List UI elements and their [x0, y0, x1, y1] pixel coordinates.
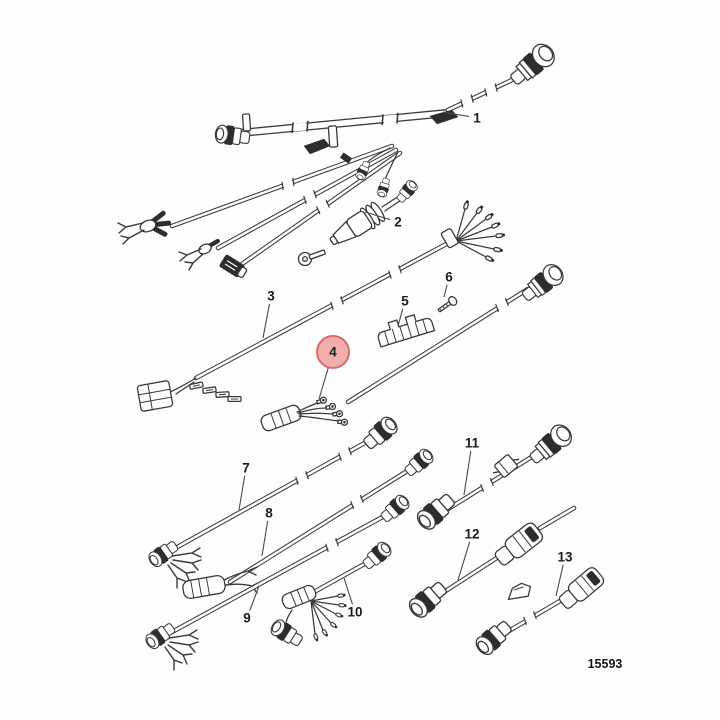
- harness-12-drawing: [404, 505, 577, 622]
- callout-leader-3: [262, 303, 271, 339]
- callout-leader-11: [463, 450, 472, 496]
- callout-leader-6: [443, 284, 448, 298]
- callout-leader-12: [457, 541, 471, 581]
- harness-10-drawing: [267, 538, 395, 650]
- callout-leader-9: [249, 585, 260, 611]
- switch-body: [329, 201, 386, 246]
- bullet-terminal-fan: [310, 592, 348, 643]
- callout-3[interactable]: 3: [267, 289, 275, 304]
- callout-leader-8: [261, 520, 269, 557]
- harness-clip: [241, 113, 252, 132]
- screw-drawing: [437, 296, 458, 313]
- callout-leader-5: [397, 308, 404, 327]
- callout-2[interactable]: 2: [394, 215, 402, 230]
- fork-terminal-cluster: [117, 210, 172, 245]
- fork-wire: [223, 566, 258, 581]
- callout-leader-4: [318, 367, 329, 400]
- highlight-circle[interactable]: [316, 335, 350, 369]
- callout-leader-7: [238, 475, 246, 511]
- drawing-number: 15593: [588, 657, 623, 671]
- callout-leader-1: [442, 111, 470, 118]
- fork-terminal-cluster: [178, 238, 220, 271]
- ring-terminal-fan: [296, 395, 349, 427]
- callout-10[interactable]: 10: [347, 605, 362, 620]
- harness-clamp: [303, 138, 331, 155]
- harness-8-drawing: [182, 445, 437, 600]
- ignition-key-drawing: [297, 249, 326, 267]
- callout-1[interactable]: 1: [473, 111, 481, 126]
- callout-11[interactable]: 11: [465, 436, 480, 451]
- callout-9[interactable]: 9: [243, 611, 251, 626]
- callout-leader-2: [364, 211, 391, 221]
- clamp-bracket-drawing: [377, 314, 436, 348]
- callout-leader-13: [555, 564, 564, 597]
- boot-connector: [281, 584, 317, 610]
- callout-13[interactable]: 13: [557, 550, 573, 565]
- callout-7[interactable]: 7: [242, 461, 250, 476]
- branch-connector: [219, 254, 248, 279]
- harness-4-drawing: [260, 260, 568, 432]
- ignition-switch-drawing: [297, 177, 420, 267]
- harness-13-drawing: [471, 564, 607, 659]
- blade-connector-block: [136, 377, 242, 412]
- harness-9-drawing: [142, 491, 413, 671]
- harness-11-drawing: [412, 420, 577, 534]
- callout-8[interactable]: 8: [265, 506, 273, 521]
- callout-5[interactable]: 5: [401, 294, 409, 309]
- inline-connector: [182, 574, 226, 600]
- callout-4[interactable]: 4: [329, 345, 337, 360]
- cable-clamp: [492, 454, 520, 478]
- retainer-clip: [507, 582, 532, 601]
- boot-connector: [260, 404, 302, 432]
- callout-leader-10: [343, 577, 354, 605]
- harness-7-drawing: [145, 413, 402, 589]
- harness-3-drawing: [136, 199, 506, 412]
- harness-clip: [327, 125, 339, 148]
- bullet-terminal-fan: [440, 199, 506, 264]
- callout-12[interactable]: 12: [464, 527, 479, 542]
- harness-1-drawing: [117, 39, 560, 279]
- callout-6[interactable]: 6: [445, 270, 453, 285]
